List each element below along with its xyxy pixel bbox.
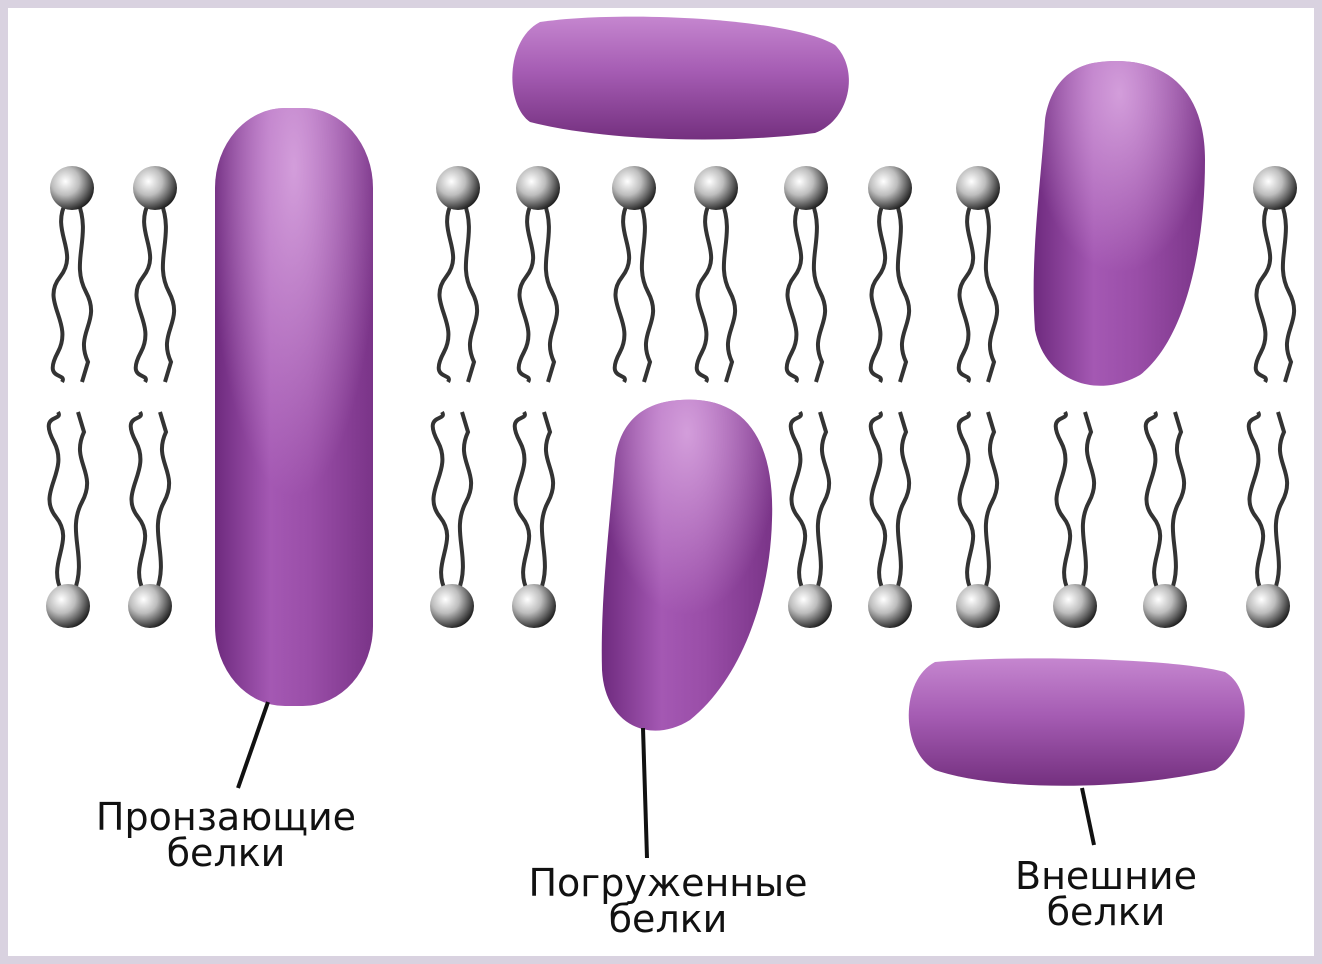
- peripheral-label-line2: белки: [1047, 890, 1166, 934]
- lipid-head: [512, 584, 556, 628]
- lipid-head: [1253, 166, 1297, 210]
- lipid-head: [612, 166, 656, 210]
- lipid-head: [956, 584, 1000, 628]
- lipid-head: [436, 166, 480, 210]
- embedded-label-line2: белки: [609, 897, 728, 941]
- lipid-head: [128, 584, 172, 628]
- peripheral-protein-bottom: [909, 658, 1245, 785]
- lipid-head: [516, 166, 560, 210]
- lipid-head: [133, 166, 177, 210]
- lipid-head: [956, 166, 1000, 210]
- peripheral-protein-top: [512, 17, 849, 140]
- lipid-head: [868, 166, 912, 210]
- transmembrane-protein: [215, 108, 373, 706]
- lipid-head: [1246, 584, 1290, 628]
- lipid-head: [46, 584, 90, 628]
- lipid-head: [50, 166, 94, 210]
- lipid-head: [1143, 584, 1187, 628]
- lipid-head: [1053, 584, 1097, 628]
- lipid-head: [430, 584, 474, 628]
- lipid-head: [694, 166, 738, 210]
- lipid-head: [788, 584, 832, 628]
- transmembrane-label-line2: белки: [167, 831, 286, 875]
- lipid-head: [784, 166, 828, 210]
- lipid-head: [868, 584, 912, 628]
